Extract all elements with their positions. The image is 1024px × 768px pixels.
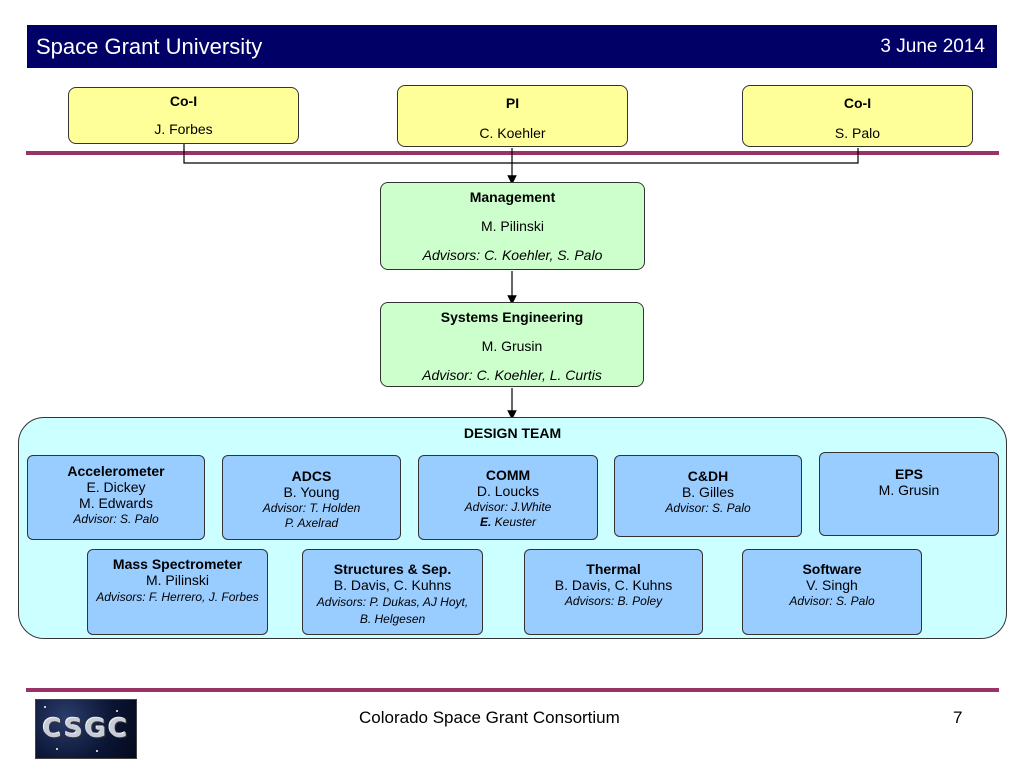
subsystem-cdh: C&DH B. Gilles Advisor: S. Palo: [614, 455, 802, 537]
subsystem-advisors: Advisor: S. Palo: [789, 594, 875, 608]
co-i-forbes-role: Co-I: [169, 93, 198, 109]
management-name: M. Pilinski: [480, 218, 544, 234]
subsystem-advisors: Advisors: P. Dukas, AJ Hoyt, B. Helgesen: [316, 595, 469, 626]
subsystem-advisors: Advisor: J.White E. Keuster: [464, 500, 552, 529]
subsystem-role: Thermal: [586, 561, 641, 577]
systems-advisors: Advisor: C. Koehler, L. Curtis: [422, 367, 602, 383]
subsystem-member: V. Singh: [806, 577, 858, 593]
co-i-forbes-name: J. Forbes: [154, 121, 213, 137]
slide-date: 3 June 2014: [880, 36, 985, 57]
subsystem-thermal: Thermal B. Davis, C. Kuhns Advisors: B. …: [524, 549, 703, 635]
subsystem-role: Software: [802, 561, 862, 577]
subsystem-accelerometer: Accelerometer E. Dickey M. Edwards Advis…: [27, 455, 205, 540]
subsystem-mass-spectrometer: Mass Spectrometer M. Pilinski Advisors: …: [87, 549, 268, 635]
page-number: 7: [953, 708, 963, 727]
pi-koehler-box: PI C. Koehler: [397, 85, 628, 147]
subsystem-member: E. Dickey: [86, 479, 146, 495]
co-i-palo-name: S. Palo: [834, 125, 881, 141]
systems-engineering-box: Systems Engineering M. Grusin Advisor: C…: [380, 302, 644, 387]
subsystem-role: Structures & Sep.: [333, 561, 452, 577]
management-box: Management M. Pilinski Advisors: C. Koeh…: [380, 182, 645, 270]
management-role: Management: [469, 189, 556, 205]
subsystem-member: B. Young: [283, 484, 340, 500]
subsystem-member: M. Grusin: [878, 482, 940, 498]
subsystem-role: ADCS: [291, 468, 332, 484]
subsystem-member: B. Davis, C. Kuhns: [554, 577, 673, 593]
co-i-palo-box: Co-I S. Palo: [742, 85, 973, 147]
subsystem-advisors: Advisor: S. Palo: [665, 501, 751, 515]
subsystem-role: EPS: [894, 466, 923, 482]
footer-divider: [26, 688, 999, 692]
systems-name: M. Grusin: [481, 338, 543, 354]
subsystem-comm: COMM D. Loucks Advisor: J.White E. Keust…: [418, 455, 598, 540]
co-i-palo-role: Co-I: [843, 95, 872, 111]
pi-role: PI: [505, 95, 520, 111]
pi-name: C. Koehler: [479, 125, 546, 141]
subsystem-advisors: Advisor: S. Palo: [73, 512, 159, 526]
subsystem-member: B. Gilles: [681, 484, 735, 500]
subsystem-eps: EPS M. Grusin: [819, 452, 999, 536]
subsystem-advisors: Advisors: F. Herrero, J. Forbes: [96, 590, 259, 604]
top-divider: [26, 151, 999, 155]
subsystem-structures: Structures & Sep. B. Davis, C. Kuhns Adv…: [302, 549, 483, 635]
subsystem-software: Software V. Singh Advisor: S. Palo: [742, 549, 922, 635]
subsystem-member: D. Loucks: [476, 483, 540, 499]
footer-organization: Colorado Space Grant Consortium: [359, 708, 620, 727]
subsystem-role: C&DH: [687, 468, 729, 484]
subsystem-advisors: Advisors: B. Poley: [564, 594, 663, 608]
csgc-logo-text: CSGC: [42, 714, 130, 744]
subsystem-advisors: Advisor: T. Holden P. Axelrad: [262, 501, 361, 530]
subsystem-member: B. Davis, C. Kuhns: [333, 577, 452, 593]
management-advisors: Advisors: C. Koehler, S. Palo: [422, 247, 603, 263]
systems-role: Systems Engineering: [440, 309, 584, 325]
design-team-title: DESIGN TEAM: [463, 425, 562, 441]
csgc-logo: CSGC: [35, 699, 137, 759]
slide-title: Space Grant University: [36, 34, 263, 59]
co-i-forbes-box: Co-I J. Forbes: [68, 87, 299, 144]
subsystem-role: COMM: [485, 467, 531, 483]
subsystem-role: Mass Spectrometer: [112, 556, 243, 572]
subsystem-member: M. Edwards: [79, 495, 153, 511]
subsystem-role: Accelerometer: [67, 463, 165, 479]
subsystem-adcs: ADCS B. Young Advisor: T. Holden P. Axel…: [222, 455, 401, 540]
slide-header: Space Grant University 3 June 2014: [27, 25, 997, 68]
subsystem-member: M. Pilinski: [145, 572, 209, 588]
